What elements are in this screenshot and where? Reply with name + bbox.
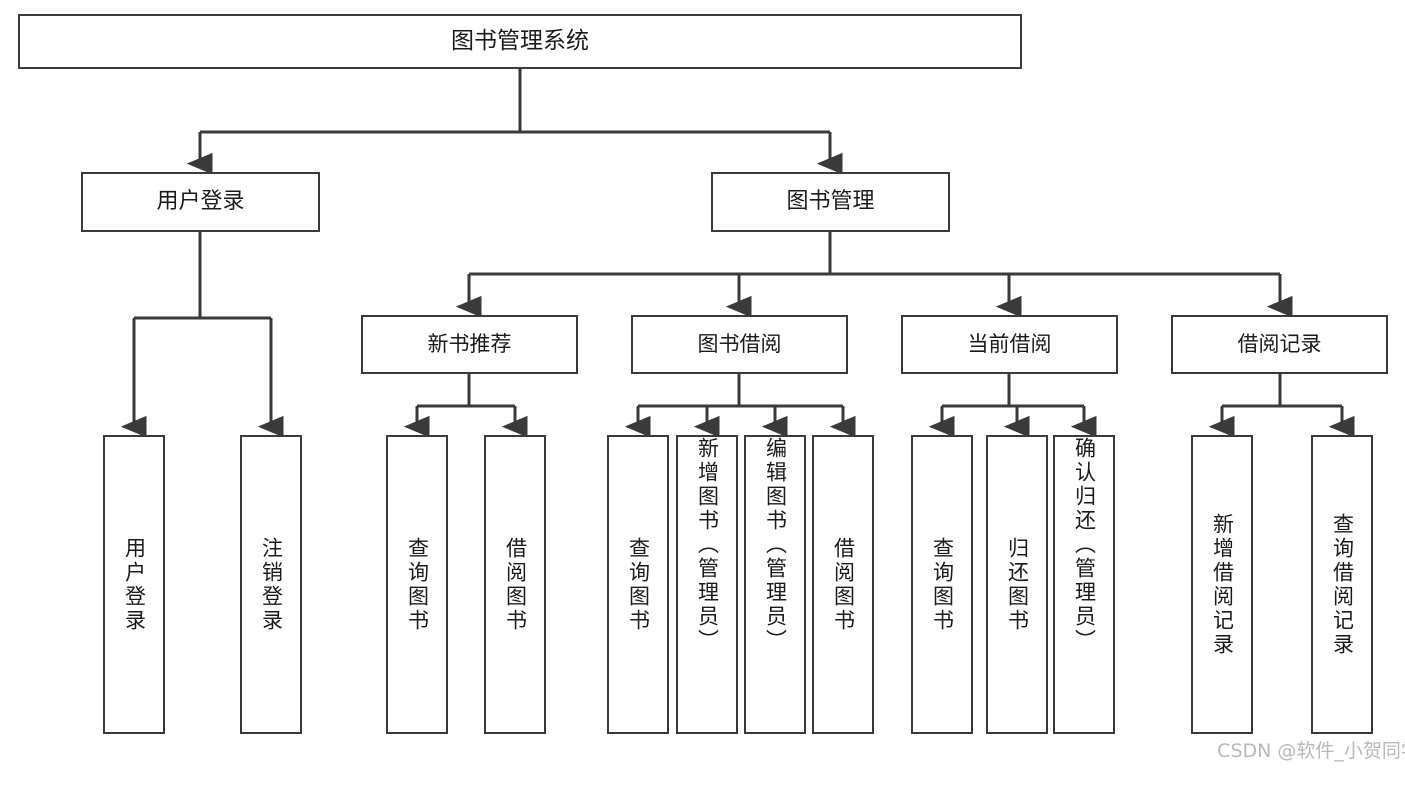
leaf-user-login-label: 用户登录 bbox=[122, 536, 147, 633]
connectors-book-mgmt bbox=[455, 232, 1293, 318]
node-user-login-label: 用户登录 bbox=[156, 188, 245, 214]
node-book-borrow-label: 图书借阅 bbox=[697, 331, 782, 356]
leaf-query-book-borrow-label: 查询图书 bbox=[626, 536, 651, 633]
leaf-add-borrow-record[interactable]: 新增借阅记录 bbox=[1191, 435, 1253, 734]
leaf-query-book-current[interactable]: 查询图书 bbox=[911, 435, 973, 734]
node-book-management-label: 图书管理 bbox=[786, 188, 875, 214]
node-user-login[interactable]: 用户登录 bbox=[81, 172, 320, 232]
leaf-borrow-book-recommend[interactable]: 借阅图书 bbox=[484, 435, 546, 734]
leaf-add-book-admin[interactable]: 新增图书（管理员） bbox=[676, 435, 738, 734]
leaf-confirm-return-admin[interactable]: 确认归还（管理员） bbox=[1053, 435, 1115, 734]
connectors-current-borrow bbox=[928, 374, 1097, 438]
connector-layer bbox=[120, 69, 1355, 438]
node-root-system[interactable]: 图书管理系统 bbox=[18, 14, 1022, 69]
leaf-edit-book-admin[interactable]: 编辑图书（管理员） bbox=[744, 435, 806, 734]
leaf-query-book-borrow[interactable]: 查询图书 bbox=[607, 435, 669, 734]
node-current-borrow-label: 当前借阅 bbox=[967, 331, 1052, 356]
node-current-borrow[interactable]: 当前借阅 bbox=[901, 315, 1118, 374]
leaf-return-book-label: 归还图书 bbox=[1005, 536, 1030, 633]
leaf-query-book-recommend[interactable]: 查询图书 bbox=[386, 435, 448, 734]
node-root-label: 图书管理系统 bbox=[451, 27, 589, 54]
leaf-query-borrow-record-label: 查询借阅记录 bbox=[1330, 512, 1355, 657]
leaf-borrow-book[interactable]: 借阅图书 bbox=[812, 435, 874, 734]
diagram-canvas: 图书管理系统 用户登录 图书管理 新书推荐 图书借阅 当前借阅 借阅记录 用户登… bbox=[18, 14, 1405, 762]
node-book-management[interactable]: 图书管理 bbox=[711, 172, 950, 232]
leaf-edit-book-admin-label: 编辑图书（管理员） bbox=[763, 437, 788, 653]
node-new-book-recommend-label: 新书推荐 bbox=[427, 331, 512, 356]
leaf-query-book-current-label: 查询图书 bbox=[930, 536, 955, 633]
leaf-logout-label: 注销登录 bbox=[259, 536, 284, 633]
node-book-borrow[interactable]: 图书借阅 bbox=[631, 315, 848, 374]
leaf-user-login[interactable]: 用户登录 bbox=[103, 435, 165, 734]
connectors-new-book bbox=[403, 374, 528, 438]
leaf-query-book-recommend-label: 查询图书 bbox=[405, 536, 430, 633]
leaf-add-borrow-record-label: 新增借阅记录 bbox=[1210, 512, 1235, 657]
connectors-borrow bbox=[624, 374, 856, 438]
node-borrow-record-label: 借阅记录 bbox=[1237, 331, 1322, 356]
connectors-user-login bbox=[120, 232, 284, 438]
leaf-confirm-return-admin-label: 确认归还（管理员） bbox=[1072, 437, 1097, 653]
node-new-book-recommend[interactable]: 新书推荐 bbox=[361, 315, 578, 374]
leaf-logout[interactable]: 注销登录 bbox=[240, 435, 302, 734]
leaf-query-borrow-record[interactable]: 查询借阅记录 bbox=[1311, 435, 1373, 734]
leaf-borrow-book-label: 借阅图书 bbox=[831, 536, 856, 633]
connectors-borrow-record bbox=[1208, 374, 1355, 438]
leaf-add-book-admin-label: 新增图书（管理员） bbox=[695, 437, 720, 653]
leaf-borrow-book-recommend-label: 借阅图书 bbox=[503, 536, 528, 633]
leaf-return-book[interactable]: 归还图书 bbox=[986, 435, 1048, 734]
connectors-root bbox=[186, 69, 843, 175]
node-borrow-record[interactable]: 借阅记录 bbox=[1171, 315, 1388, 374]
